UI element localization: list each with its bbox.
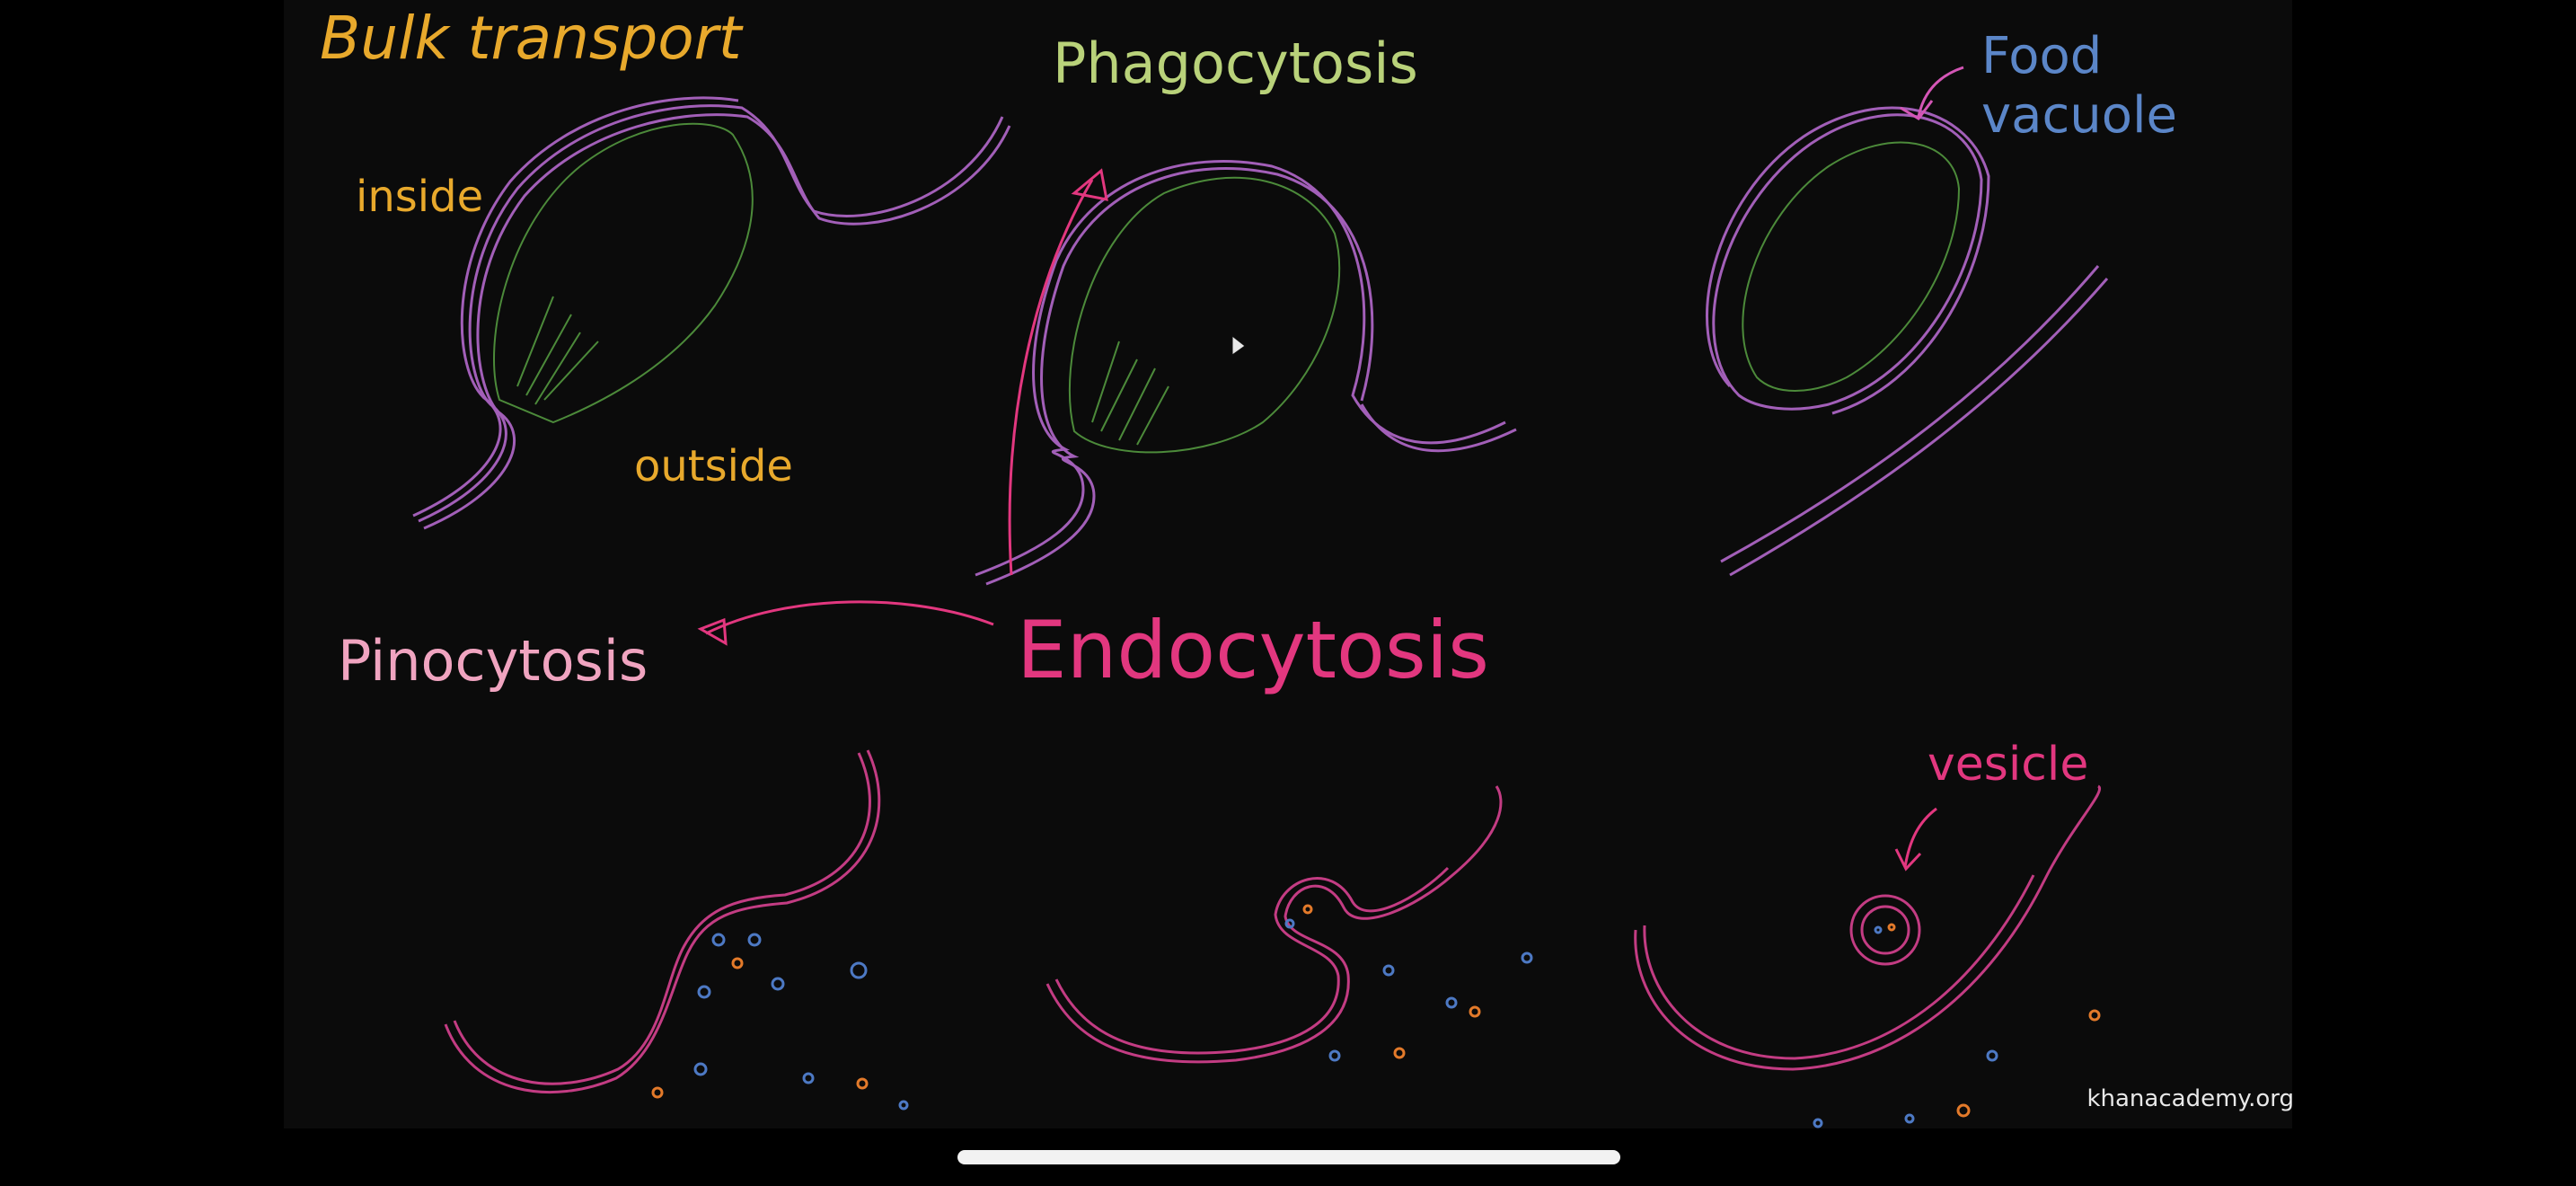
outside-label: outside (634, 441, 793, 491)
drawing-board: Bulk transport inside outside Phagocytos… (284, 0, 2292, 1128)
inside-label: inside (356, 172, 484, 222)
drawing-canvas (412, 66, 2109, 1128)
mouse-cursor-icon (1231, 334, 1246, 356)
food-vacuole-membrane (1706, 106, 2109, 577)
particles (651, 904, 2101, 1128)
phago-arrowhead (1071, 168, 1108, 201)
vesicle-arrow (1894, 807, 1937, 872)
phagocytosis-label: Phagocytosis (1053, 31, 1418, 96)
cell-middle (1068, 176, 1341, 454)
vesicle-label: vesicle (1928, 738, 2089, 792)
vesicle-circle (1849, 894, 1921, 966)
pino-membrane-right (1634, 784, 2101, 1071)
membrane-middle (975, 160, 1517, 586)
phago-arrow (1008, 179, 1094, 576)
khanacademy-watermark: khanacademy.org (2086, 1085, 2294, 1112)
food-vacuole-label: Food vacuole (1981, 27, 2178, 146)
endo-to-pino-arrowhead (697, 617, 728, 646)
membrane-left (412, 96, 1011, 530)
food-vacuole-arrow (1900, 66, 1964, 120)
food-vacuole-cell (1742, 141, 1961, 392)
bulk-transport-label: Bulk transport (320, 4, 742, 73)
cell-left (493, 122, 754, 424)
endo-to-pino-arrow (705, 600, 994, 635)
pino-membrane-middle (1045, 785, 1503, 1064)
pino-membrane-left (444, 749, 881, 1093)
endocytosis-label: Endocytosis (1017, 604, 1490, 696)
pinocytosis-label: Pinocytosis (338, 628, 648, 694)
home-indicator-bar[interactable] (957, 1150, 1620, 1164)
